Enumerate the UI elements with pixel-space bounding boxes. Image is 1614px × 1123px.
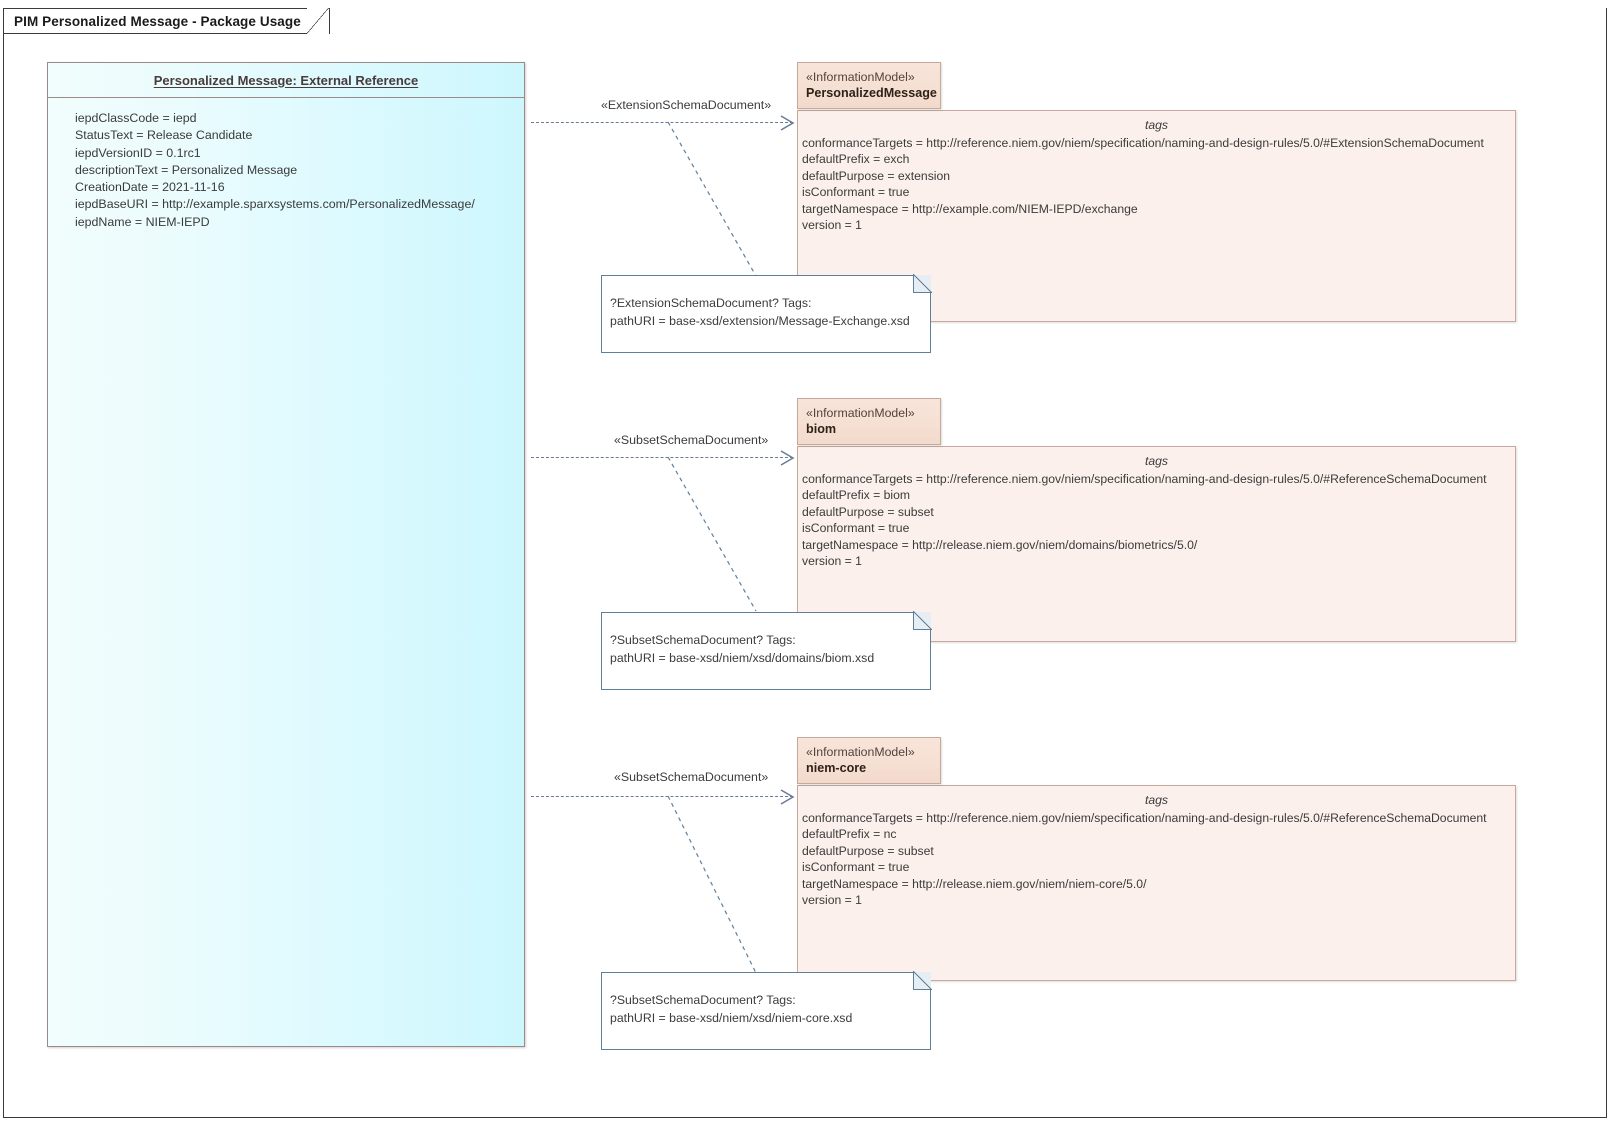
tag-item: version = 1 — [802, 218, 862, 233]
element-name: niem-core — [806, 761, 867, 775]
package-attribute: StatusText = Release Candidate — [75, 128, 253, 143]
note-body: ?ExtensionSchemaDocument? Tags: pathURI … — [601, 275, 931, 330]
tag-list: conformanceTargets = http://reference.ni… — [798, 469, 1515, 569]
note-shape — [601, 612, 931, 690]
dependency-label: «SubsetSchemaDocument» — [614, 770, 769, 784]
tag-list: conformanceTargets = http://reference.ni… — [798, 133, 1515, 233]
package-attribute: descriptionText = Personalized Message — [75, 162, 298, 177]
package-attribute: iepdName = NIEM-IEPD — [75, 214, 210, 229]
note-line: pathURI = base-xsd/niem/xsd/domains/biom… — [610, 650, 875, 665]
dependency-label: «SubsetSchemaDocument» — [614, 433, 769, 447]
note-line: pathURI = base-xsd/extension/Message-Exc… — [610, 313, 910, 328]
open-arrowhead-icon — [780, 789, 795, 805]
tag-item: defaultPrefix = nc — [802, 827, 897, 842]
tag-item: targetNamespace = http://release.niem.go… — [802, 537, 1198, 552]
element-name: biom — [806, 422, 837, 436]
tag-item: defaultPurpose = extension — [802, 168, 951, 183]
element-header: «InformationModel» biom — [797, 398, 941, 445]
element-tags-compartment: tags conformanceTargets = http://referen… — [797, 785, 1516, 981]
package-attribute: iepdBaseURI = http://example.sparxsystem… — [75, 197, 475, 212]
package-personalized-message-external-reference[interactable]: Personalized Message: External Reference… — [47, 62, 525, 1047]
tag-item: defaultPurpose = subset — [802, 843, 934, 858]
tag-list: conformanceTargets = http://reference.ni… — [798, 808, 1515, 908]
diagram-tab-slant-icon — [306, 8, 329, 34]
element-name: PersonalizedMessage — [806, 86, 937, 100]
tag-item: isConformant = true — [802, 860, 910, 875]
note-line: ?ExtensionSchemaDocument? Tags: — [610, 296, 812, 310]
diagram-title: PIM Personalized Message - Package Usage — [14, 13, 301, 29]
element-stereotype: «InformationModel» — [806, 745, 915, 759]
note-subset-schema-document-biom[interactable]: ?SubsetSchemaDocument? Tags: pathURI = b… — [601, 611, 932, 690]
tag-item: defaultPrefix = exch — [802, 152, 910, 167]
package-attribute: iepdVersionID = 0.1rc1 — [75, 145, 201, 160]
element-header: «InformationModel» niem-core — [797, 737, 941, 784]
tags-compartment-title: tags — [1144, 793, 1169, 807]
note-fold-corner-icon — [913, 971, 932, 990]
note-fold-corner-icon — [913, 611, 932, 630]
dependency-line — [531, 796, 793, 797]
diagram-frame-tab-left-edge — [3, 8, 4, 34]
tag-item: isConformant = true — [802, 185, 910, 200]
package-attribute: iepdClassCode = iepd — [75, 111, 197, 125]
diagram-frame — [3, 8, 1607, 1118]
open-arrowhead-icon — [780, 115, 795, 131]
package-attributes: iepdClassCode = iepd StatusText = Releas… — [48, 98, 524, 231]
package-title: Personalized Message: External Reference — [153, 72, 419, 88]
tag-item: version = 1 — [802, 893, 862, 908]
dependency-subset-schema-document-biom[interactable] — [531, 450, 795, 466]
note-fold-corner-icon — [913, 274, 932, 293]
element-stereotype: «InformationModel» — [806, 70, 915, 84]
tag-item: conformanceTargets = http://reference.ni… — [802, 811, 1487, 825]
diagram-frame-tab: PIM Personalized Message - Package Usage — [3, 8, 330, 34]
tag-item: conformanceTargets = http://reference.ni… — [802, 472, 1487, 486]
note-line: ?SubsetSchemaDocument? Tags: — [610, 993, 796, 1007]
package-header: Personalized Message: External Reference — [48, 63, 524, 98]
open-arrowhead-icon — [780, 450, 795, 466]
dependency-line — [531, 122, 793, 123]
note-shape — [601, 972, 931, 1050]
element-stereotype: «InformationModel» — [806, 406, 915, 420]
tag-item: targetNamespace = http://release.niem.go… — [802, 876, 1147, 891]
note-line: ?SubsetSchemaDocument? Tags: — [610, 633, 796, 647]
tags-compartment-title: tags — [1144, 118, 1169, 132]
note-subset-schema-document-niem-core[interactable]: ?SubsetSchemaDocument? Tags: pathURI = b… — [601, 971, 932, 1050]
note-body: ?SubsetSchemaDocument? Tags: pathURI = b… — [601, 612, 931, 667]
element-header: «InformationModel» PersonalizedMessage — [797, 62, 941, 109]
tag-item: conformanceTargets = http://reference.ni… — [802, 136, 1484, 150]
note-extension-schema-document[interactable]: ?ExtensionSchemaDocument? Tags: pathURI … — [601, 274, 932, 353]
tag-item: targetNamespace = http://example.com/NIE… — [802, 201, 1138, 216]
tag-item: isConformant = true — [802, 521, 910, 536]
dependency-label: «ExtensionSchemaDocument» — [601, 98, 772, 112]
note-body: ?SubsetSchemaDocument? Tags: pathURI = b… — [601, 972, 931, 1027]
tag-item: version = 1 — [802, 554, 862, 569]
tag-item: defaultPrefix = biom — [802, 488, 911, 503]
tags-compartment-title: tags — [1144, 454, 1169, 468]
dependency-extension-schema-document[interactable] — [531, 115, 795, 131]
package-attribute: CreationDate = 2021-11-16 — [75, 180, 225, 195]
note-shape — [601, 275, 931, 353]
dependency-subset-schema-document-niem-core[interactable] — [531, 789, 795, 805]
dependency-line — [531, 457, 793, 458]
note-line: pathURI = base-xsd/niem/xsd/niem-core.xs… — [610, 1010, 853, 1025]
element-tags-compartment: tags conformanceTargets = http://referen… — [797, 446, 1516, 642]
tag-item: defaultPurpose = subset — [802, 504, 934, 519]
